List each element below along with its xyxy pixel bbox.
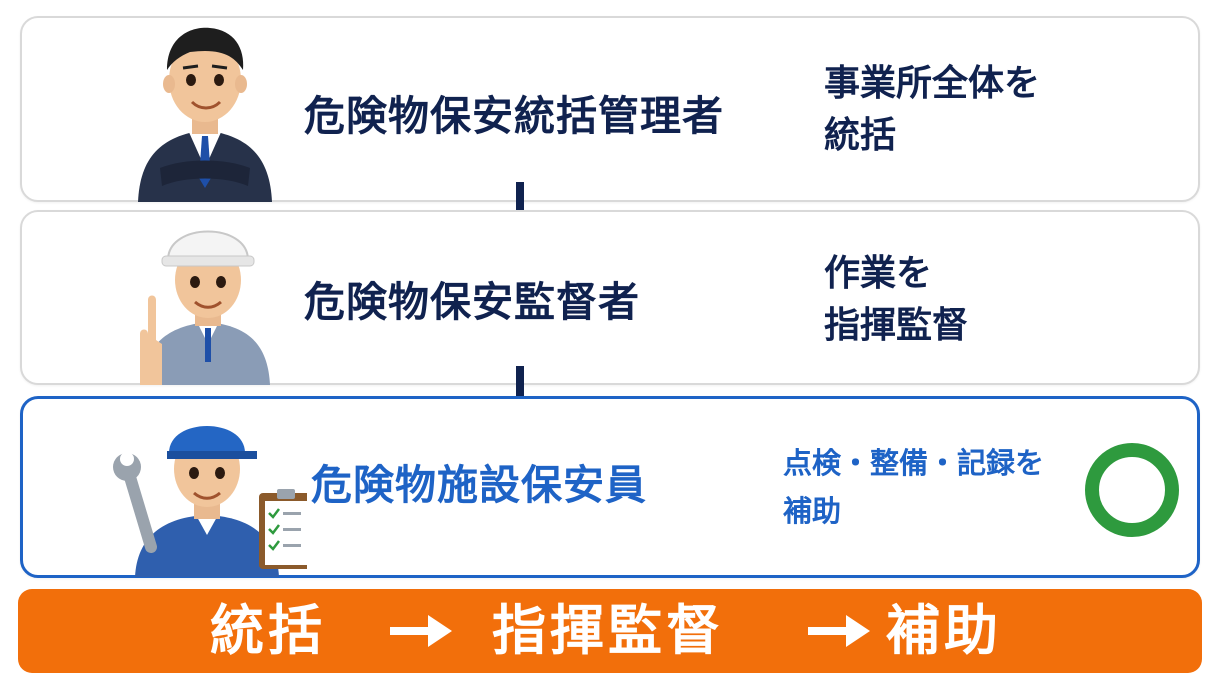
- level-card-facility-safety-staff: 危険物施設保安員 点検・整備・記録を 補助: [20, 396, 1200, 578]
- summary-word: 統括: [210, 599, 326, 662]
- manager-in-suit-icon: [138, 27, 272, 202]
- role-title-general-manager: 危険物保安統括管理者: [304, 92, 724, 140]
- summary-word: 指揮監督: [492, 599, 724, 662]
- duty-line: 作業を: [824, 253, 933, 294]
- duty-description-supervisor: 作業を 指揮監督: [824, 248, 968, 352]
- summary-banner: 統括 指揮監督 補助: [18, 589, 1202, 673]
- duty-description-facility-safety-staff: 点検・整備・記録を 補助: [783, 439, 1044, 535]
- arrow-right-icon: [390, 615, 452, 647]
- supervisor-hardhat-icon: [140, 230, 270, 385]
- level-card-supervisor: 危険物保安監督者 作業を 指揮監督: [20, 210, 1200, 385]
- summary-word: 補助: [886, 599, 1002, 662]
- duty-description-general-manager: 事業所全体を 統括: [824, 58, 1040, 162]
- duty-line: 補助: [783, 494, 842, 528]
- duty-line: 事業所全体を: [824, 63, 1041, 104]
- level-card-general-manager: 危険物保安統括管理者 事業所全体を 統括: [20, 16, 1200, 202]
- arrow-right-icon: [808, 615, 870, 647]
- duty-line: 統括: [824, 115, 897, 156]
- role-title-supervisor: 危険物保安監督者: [304, 278, 640, 326]
- duty-line: 点検・整備・記録を: [783, 446, 1045, 480]
- worker-with-wrench-clipboard-icon: [113, 426, 307, 577]
- duty-line: 指揮監督: [824, 305, 969, 346]
- green-circle-correct-icon: [1085, 443, 1179, 537]
- role-title-facility-safety-staff: 危険物施設保安員: [311, 461, 647, 509]
